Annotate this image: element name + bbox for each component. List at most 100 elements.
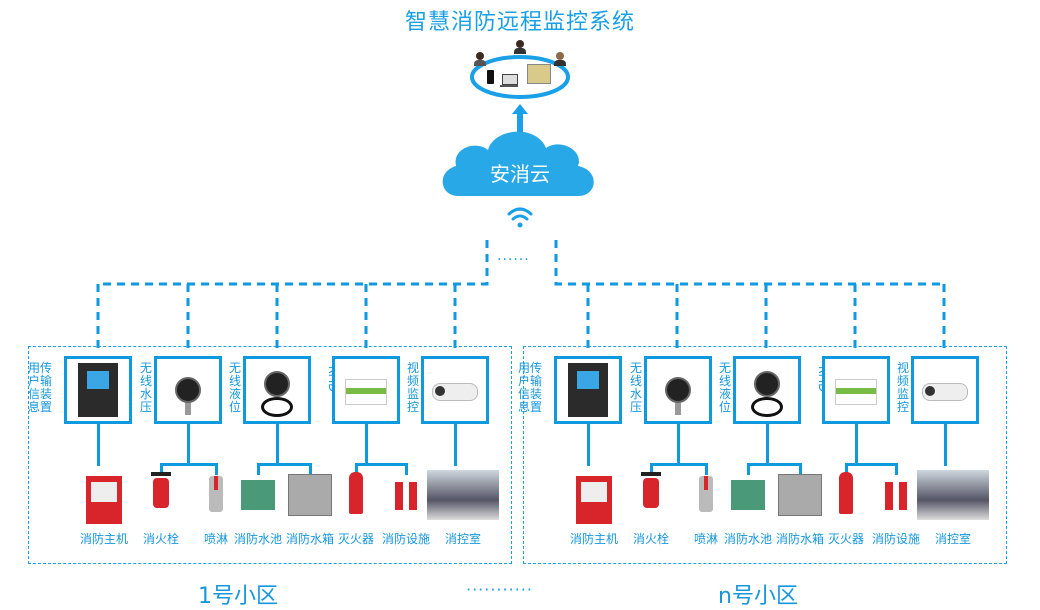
device-label-line: 液 — [719, 387, 732, 401]
security-camera-icon — [914, 383, 976, 401]
device-label-line: 用传 — [518, 361, 543, 375]
trunk-left — [98, 240, 489, 286]
device-box — [154, 356, 222, 424]
branch-drop — [215, 463, 218, 475]
device-label-line: 无 — [719, 361, 732, 375]
wireless-level-sensor-icon — [736, 371, 798, 417]
page-title: 智慧消防远程监控系统 — [404, 10, 635, 35]
wifi-dot — [517, 222, 523, 228]
device-label: 用传户输信装息置 — [28, 362, 52, 414]
branch-line — [355, 463, 408, 466]
equipment-label: 消控室 — [444, 532, 481, 546]
equipment-label: 消防设施 — [871, 532, 920, 546]
device-stem — [854, 424, 858, 464]
equipment-label: 消控室 — [934, 532, 971, 546]
sprinkler-icon — [179, 470, 253, 522]
device-label-line: 压 — [140, 400, 153, 414]
device-label: 无线液位 — [719, 362, 731, 414]
device-label-line: 无 — [630, 361, 643, 375]
device-label-line: 视 — [897, 361, 910, 375]
fire-hydrant-icon — [614, 470, 688, 522]
device-stem — [676, 424, 680, 464]
device-label-line: 线 — [630, 374, 643, 388]
device-label: 用传户输信装息置 — [518, 362, 542, 414]
device-label-line: 息置 — [28, 400, 53, 414]
fire-alarm-panel-icon — [557, 470, 631, 524]
security-camera-icon — [424, 383, 486, 401]
branch-line — [650, 463, 708, 466]
device-label-line: 控 — [407, 400, 420, 414]
zone-label-1: 1号小区 — [198, 584, 278, 609]
device-label: 视频监控 — [897, 362, 909, 414]
control-room-icon — [916, 470, 990, 522]
fire-alarm-panel-icon — [67, 470, 141, 524]
wireless-level-sensor-icon — [246, 371, 308, 417]
device-box — [822, 356, 890, 424]
device-stem — [943, 424, 947, 466]
device-label-line: 频 — [407, 374, 420, 388]
fire-hydrant-icon — [124, 470, 198, 522]
laptop-icon — [500, 74, 518, 87]
sprinkler-icon — [669, 470, 743, 522]
device-label-line: 户输 — [28, 374, 53, 388]
branch-drop — [895, 463, 898, 475]
user-transmission-device-icon — [557, 363, 619, 417]
equipment-label: 喷淋 — [203, 532, 228, 546]
device-box — [911, 356, 979, 424]
equipment-label: 消火栓 — [142, 532, 179, 546]
branch-drop — [747, 463, 750, 475]
branch-drop — [309, 463, 312, 475]
fire-extinguisher-icon — [319, 470, 393, 522]
branch-drop — [257, 463, 260, 475]
wifi-icon — [507, 207, 533, 221]
device-label-line: 位 — [229, 400, 242, 414]
device-label-line: 水 — [140, 387, 153, 401]
device-label-line: 信装 — [28, 387, 53, 401]
device-box — [554, 356, 622, 424]
branch-line — [845, 463, 898, 466]
equipment-label: 喷淋 — [693, 532, 718, 546]
device-label-line: 线 — [229, 374, 242, 388]
zone-label-n: n号小区 — [718, 584, 798, 609]
device-label-line: 频 — [897, 374, 910, 388]
zone-box-1 — [28, 346, 512, 564]
device-label-line: 监 — [407, 387, 420, 401]
equipment-label: 消防水池 — [233, 532, 282, 546]
equipment-label: 消防主机 — [569, 532, 618, 546]
device-label-line: 线 — [140, 374, 153, 388]
device-stem — [453, 424, 457, 466]
device-stem — [96, 424, 100, 466]
device-box — [733, 356, 801, 424]
branch-line — [257, 463, 312, 466]
device-stem — [186, 424, 190, 464]
device-label: 无线液位 — [229, 362, 241, 414]
device-box — [332, 356, 400, 424]
device-label: 无线水压 — [140, 362, 152, 414]
phone-icon — [487, 70, 494, 84]
device-label-line: 压 — [630, 400, 643, 414]
device-box — [644, 356, 712, 424]
fire-pool-icon — [221, 470, 295, 522]
equipment-label: 消防水箱 — [775, 532, 824, 546]
device-box — [243, 356, 311, 424]
rfid-card-icon — [335, 379, 397, 405]
device-label-line: 信装 — [518, 387, 543, 401]
device-stem — [275, 424, 279, 464]
control-room-icon — [426, 470, 500, 522]
branch-drop — [160, 463, 163, 475]
fire-pump-icon — [369, 470, 443, 522]
zones-separator: ··········· — [466, 580, 533, 599]
water-tank-icon — [273, 470, 347, 522]
device-label-line: 液 — [229, 387, 242, 401]
device-label-line: 控 — [897, 400, 910, 414]
device-stem — [586, 424, 590, 466]
upload-arrow-head — [512, 104, 528, 114]
connector-dots: ······ — [497, 252, 530, 268]
upload-arrow-shaft — [517, 112, 523, 132]
device-label-line: 监 — [897, 387, 910, 401]
device-label: 视频监控 — [407, 362, 419, 414]
device-box — [64, 356, 132, 424]
water-tank-icon — [763, 470, 837, 522]
device-label-line: 无 — [229, 361, 242, 375]
